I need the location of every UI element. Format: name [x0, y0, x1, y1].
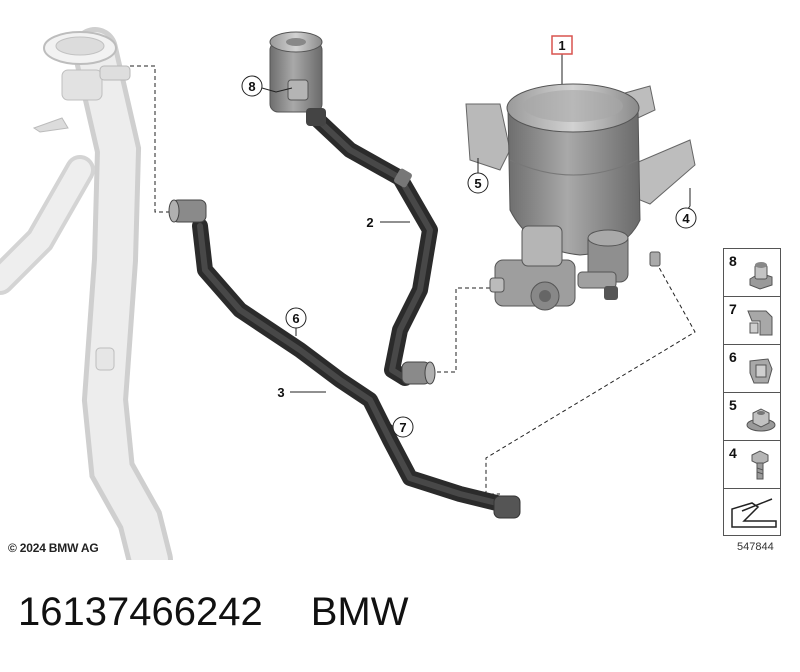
parts-diagram: 1 2 3 4 5 6 7 8	[0, 27, 697, 560]
svg-text:2: 2	[366, 215, 373, 230]
callout-3: 3	[277, 385, 284, 400]
legend-number: 5	[729, 397, 737, 413]
diagram-code: 547844	[737, 541, 774, 553]
legend-cell-8: 8	[723, 248, 781, 296]
vent-canister	[269, 31, 326, 126]
svg-text:6: 6	[292, 311, 299, 326]
legend-cell-7: 7	[723, 296, 781, 344]
legend-cell-arrow	[723, 488, 781, 536]
legend-cell-6: 6	[723, 344, 781, 392]
filler-pipe	[0, 27, 173, 560]
legend-cell-5: 5	[723, 392, 781, 440]
clip-icon	[747, 310, 773, 336]
svg-text:8: 8	[248, 79, 255, 94]
fastener-legend: 8 7 6 5 4	[723, 248, 783, 536]
legend-number: 8	[729, 253, 737, 269]
svg-text:5: 5	[474, 176, 481, 191]
arrow-icon	[731, 498, 777, 528]
clip-icon	[749, 358, 773, 384]
callout-5: 5	[467, 172, 489, 194]
screw-icon	[751, 450, 769, 480]
hose-2	[310, 112, 438, 386]
legend-number: 7	[729, 301, 737, 317]
svg-text:1: 1	[558, 38, 565, 53]
svg-text:3: 3	[277, 385, 284, 400]
brand-name: BMW	[310, 590, 409, 634]
nut-icon	[746, 408, 776, 432]
hose-3	[168, 199, 521, 519]
legend-number: 4	[729, 445, 737, 461]
nut-icon	[749, 262, 773, 290]
carbon-canister	[465, 83, 696, 311]
callout-7: 7	[392, 416, 414, 438]
copyright-text: © 2024 BMW AG	[8, 541, 99, 555]
svg-text:4: 4	[682, 211, 690, 226]
callout-4: 4	[675, 207, 697, 229]
footer-caption: 16137466242 BMW	[18, 590, 456, 635]
callout-2: 2	[366, 215, 373, 230]
legend-number: 6	[729, 349, 737, 365]
svg-text:7: 7	[399, 420, 406, 435]
part-number: 16137466242	[18, 590, 263, 634]
callout-1: 1	[551, 35, 573, 55]
callout-6: 6	[285, 307, 307, 329]
callout-8: 8	[241, 75, 263, 97]
legend-cell-4: 4	[723, 440, 781, 488]
